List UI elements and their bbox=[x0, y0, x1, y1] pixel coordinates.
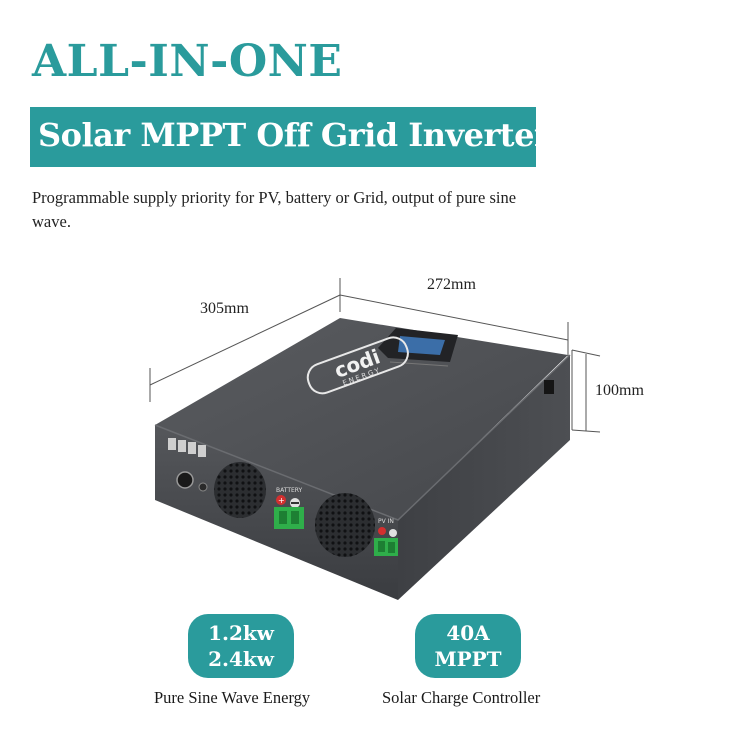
dimension-lines bbox=[149, 278, 601, 433]
headline: ALL-IN-ONE bbox=[32, 36, 343, 87]
svg-text:BATTERY: BATTERY bbox=[276, 487, 303, 494]
banner-title: Solar MPPT Off Grid Inverter bbox=[38, 116, 551, 154]
title-banner: Solar MPPT Off Grid Inverter bbox=[30, 107, 551, 167]
inverter-top bbox=[155, 318, 568, 520]
mppt-caption: Solar Charge Controller bbox=[382, 688, 541, 707]
height-dimension-label: 100mm bbox=[595, 382, 644, 399]
mppt-badge: 40A MPPT bbox=[415, 614, 521, 678]
power-rating-line2: 2.4kw bbox=[208, 647, 274, 671]
mppt-line2: MPPT bbox=[434, 647, 502, 671]
power-rating-caption: Pure Sine Wave Energy bbox=[154, 688, 311, 707]
svg-text:PV IN: PV IN bbox=[378, 518, 394, 525]
width-dimension-label: 305mm bbox=[200, 300, 249, 317]
inverter-side bbox=[398, 355, 570, 600]
power-rating-line1: 1.2kw bbox=[208, 621, 274, 645]
cooling-fan-left bbox=[214, 462, 266, 518]
power-rating-badge: 1.2kw 2.4kw bbox=[188, 614, 294, 678]
output-socket bbox=[176, 471, 194, 489]
communication-ports bbox=[168, 438, 206, 457]
cooling-fan-right bbox=[315, 493, 375, 557]
pv-terminal: PV IN bbox=[374, 518, 398, 556]
svg-text:+: + bbox=[278, 496, 285, 505]
mppt-line1: 40A bbox=[446, 621, 490, 645]
lcd-display bbox=[378, 328, 458, 367]
product-description: Programmable supply priority for PV, bat… bbox=[32, 188, 517, 231]
battery-terminal: BATTERY + bbox=[274, 487, 304, 529]
power-switch bbox=[544, 380, 554, 394]
depth-dimension-label: 272mm bbox=[427, 276, 476, 293]
